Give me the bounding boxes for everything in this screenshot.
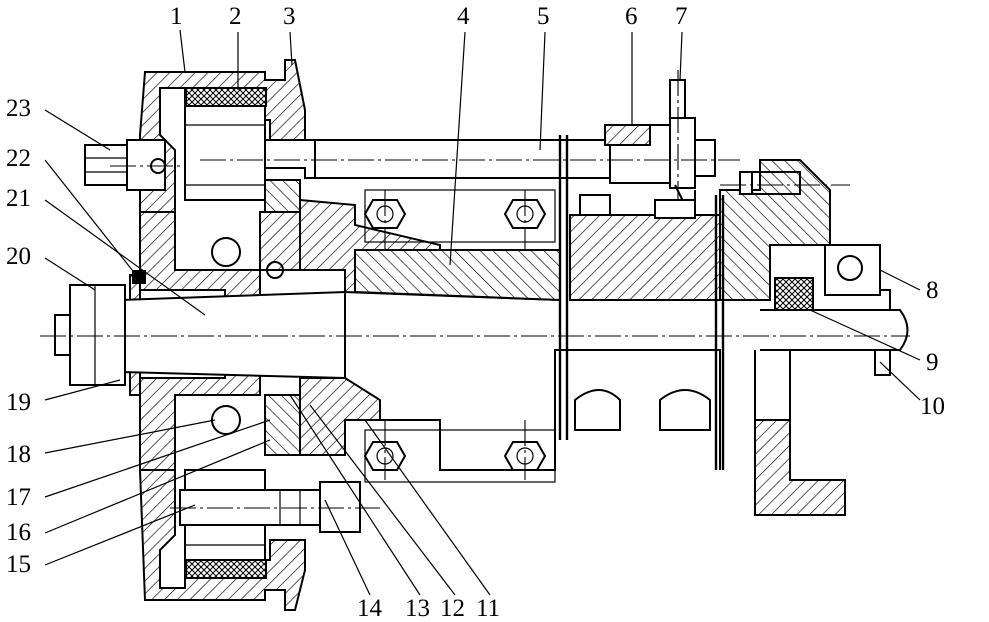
elastic-ring-lower — [185, 559, 267, 579]
label-13: 13 — [405, 595, 430, 622]
label-7: 7 — [675, 3, 688, 30]
elastic-ring-upper — [185, 87, 267, 107]
label-1: 1 — [170, 3, 183, 30]
label-10: 10 — [920, 393, 945, 420]
input-shaft — [119, 290, 346, 380]
label-3: 3 — [283, 3, 296, 30]
label-21: 21 — [6, 185, 31, 212]
label-4: 4 — [457, 3, 470, 30]
label-9: 9 — [926, 349, 939, 376]
label-22: 22 — [6, 145, 31, 172]
bolt-23 — [84, 139, 166, 191]
label-18: 18 — [6, 441, 31, 468]
shaft-nut — [69, 284, 126, 386]
shaft-cutouts — [574, 389, 711, 431]
label-17: 17 — [6, 484, 31, 511]
label-2: 2 — [229, 3, 242, 30]
label-23: 23 — [6, 95, 31, 122]
rod-washer-7 — [669, 117, 696, 189]
label-6: 6 — [625, 3, 638, 30]
taper-sleeve-4 — [354, 249, 561, 302]
leader-lines — [44, 29, 921, 596]
main-housing-upper — [569, 214, 721, 301]
screw-10 — [874, 349, 891, 376]
flange-3 — [264, 179, 301, 213]
label-11: 11 — [476, 595, 501, 622]
break-line-right — [714, 195, 725, 470]
label-12: 12 — [440, 595, 465, 622]
main-housing-lower-right — [754, 419, 846, 516]
tie-rod — [264, 139, 611, 179]
coupling-bolt-boss-upper — [184, 105, 266, 201]
seal-9 — [774, 277, 814, 311]
bearing-8 — [824, 244, 881, 296]
label-15: 15 — [6, 551, 31, 578]
label-19: 19 — [6, 389, 31, 416]
label-16: 16 — [6, 519, 31, 546]
adapter-sleeve-lower — [299, 377, 381, 456]
break-line-left — [558, 135, 569, 440]
label-14: 14 — [357, 595, 382, 622]
label-20: 20 — [6, 243, 31, 270]
output-shaft-end — [760, 309, 909, 351]
label-8: 8 — [926, 277, 939, 304]
pin-hole-lower — [211, 405, 241, 435]
label-5: 5 — [537, 3, 550, 30]
pin-hole-upper — [211, 237, 241, 267]
nut-14 — [319, 481, 361, 533]
